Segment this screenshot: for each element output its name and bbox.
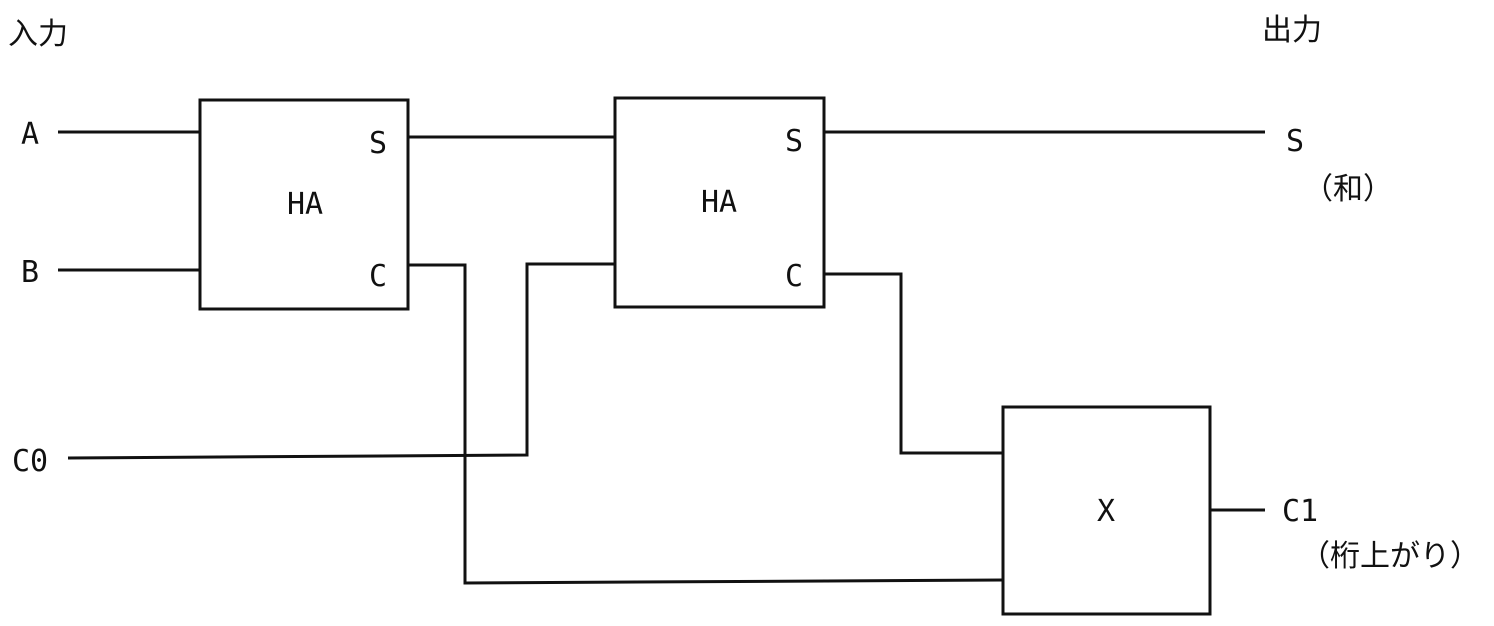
input-b-label: B — [21, 255, 39, 290]
wire-c0 — [67, 262, 615, 460]
half-adder-2-label: HA — [701, 185, 737, 220]
output-s-note: （和） — [1303, 172, 1393, 207]
half-adder-2: HA S C — [613, 96, 826, 309]
input-c0-label: C0 — [12, 444, 48, 479]
wire-ha2-c — [824, 272, 1003, 455]
output-s-label: S — [1286, 124, 1304, 159]
half-adder-2-port-s: S — [785, 124, 803, 159]
block-x-box — [1001, 405, 1212, 616]
half-adder-1-box — [198, 98, 410, 311]
half-adder-1-port-c: C — [369, 259, 387, 294]
output-header: 出力 — [1262, 13, 1322, 48]
wire-ha1-c — [408, 263, 1004, 585]
output-c1-note: （桁上がり） — [1300, 539, 1480, 574]
half-adder-2-box — [613, 96, 826, 309]
half-adder-1-port-s: S — [369, 126, 387, 161]
half-adder-2-port-c: C — [785, 259, 803, 294]
block-x: X — [1001, 405, 1212, 616]
half-adder-1: HA S C — [198, 98, 410, 311]
input-header: 入力 — [8, 17, 68, 52]
wires — [58, 130, 1265, 585]
half-adder-1-label: HA — [287, 187, 323, 222]
input-a-label: A — [21, 117, 39, 152]
output-c1-label: C1 — [1282, 494, 1318, 529]
block-x-label: X — [1097, 494, 1115, 529]
